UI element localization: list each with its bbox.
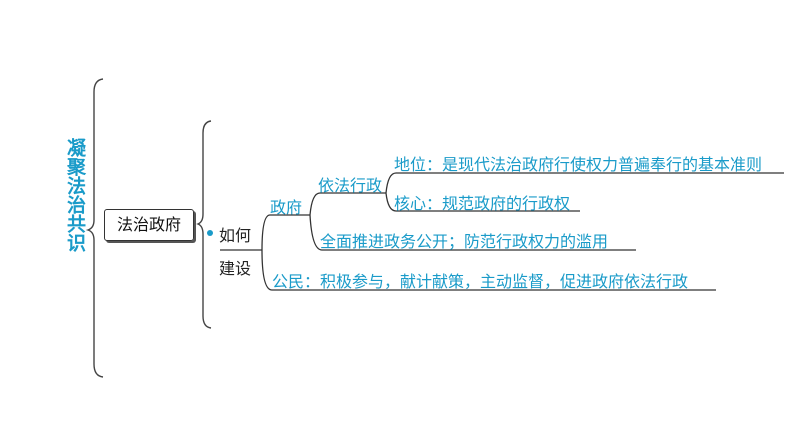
government-label: 政府 xyxy=(270,198,303,217)
branch-fork xyxy=(261,214,716,291)
vertical-title: 凝聚法治共识 xyxy=(64,138,86,252)
root-node: 法治政府 xyxy=(104,209,194,241)
lawful-admin-fork xyxy=(385,172,784,212)
inner-brace xyxy=(196,120,212,329)
position-text: 地位：是现代法治政府行使权力普遍奉行的基本准则 xyxy=(394,155,763,174)
branch-label-line1: 如何 xyxy=(219,226,252,245)
measures-text: 全面推进政务公开；防范行政权力的滥用 xyxy=(320,232,609,251)
citizens-text: 公民：积极参与，献计献策，主动监督，促进政府依法行政 xyxy=(272,272,689,291)
core-text: 核心：规范政府的行政权 xyxy=(394,194,571,213)
lawful-admin-label: 依法行政 xyxy=(318,176,383,195)
government-fork xyxy=(309,192,636,251)
outer-brace xyxy=(85,78,104,378)
bullet-dot xyxy=(207,230,213,236)
branch-label-line2: 建设 xyxy=(219,259,252,278)
